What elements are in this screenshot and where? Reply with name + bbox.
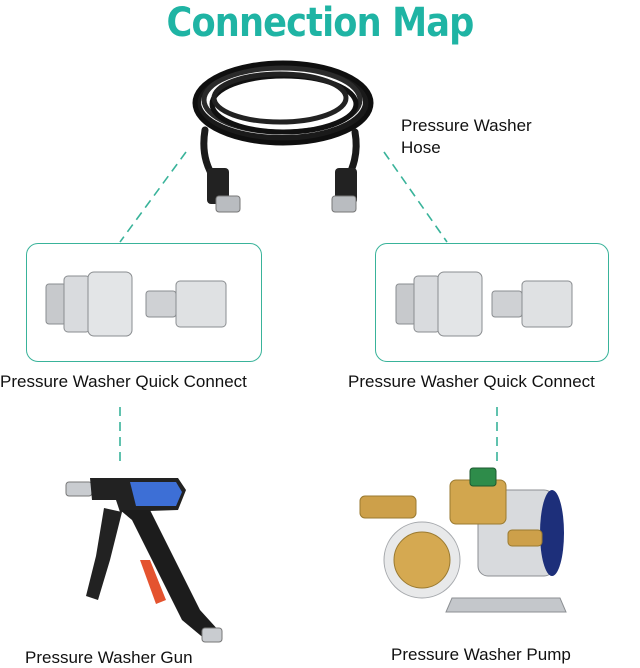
pump-image (359, 467, 567, 613)
connector-hose-right (383, 151, 448, 243)
spray-gun-image (65, 478, 223, 643)
hose-label: Pressure Washer Hose (401, 115, 581, 159)
quick-connect-image-right (395, 271, 573, 337)
quick-connect-label-right: Pressure Washer Quick Connect (348, 372, 595, 391)
connector-hose-left (119, 151, 187, 243)
hose-image (192, 60, 374, 194)
pump-label: Pressure Washer Pump (391, 645, 571, 664)
dashed-connectors (119, 151, 498, 462)
hose-fittings (207, 168, 357, 213)
quick-connect-label-left: Pressure Washer Quick Connect (0, 372, 247, 391)
spray-gun-label: Pressure Washer Gun (25, 648, 193, 667)
diagram-title: Connection Map (166, 0, 475, 46)
hose-label-line-1: Pressure Washer (401, 116, 532, 135)
hose-label-line-2: Hose (401, 138, 441, 157)
quick-connect-image-left (45, 271, 227, 337)
